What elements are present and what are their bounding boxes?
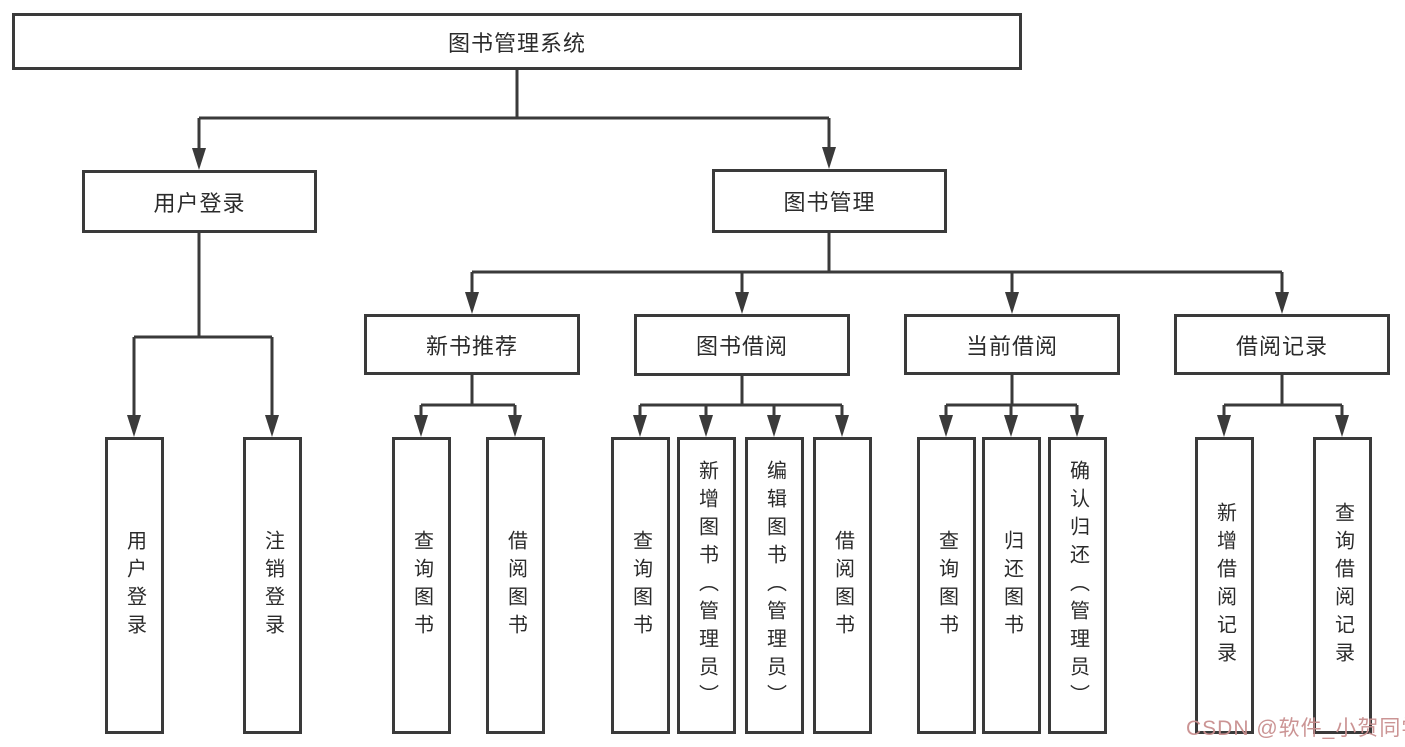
leaf-label: 借阅图书: [831, 529, 854, 642]
leaf-add-borrow-record: 新增借阅记录: [1195, 437, 1254, 734]
node-borrow-records: 借阅记录: [1174, 314, 1390, 375]
leaf-label: 用户登录: [123, 529, 146, 642]
leaf-add-books-admin: 新增图书（管理员）: [677, 437, 736, 734]
leaf-borrow-books-recommend: 借阅图书: [486, 437, 545, 734]
leaf-label: 查询图书: [629, 529, 652, 642]
leaf-label: 查询图书: [410, 529, 433, 642]
node-new-book-recommend: 新书推荐: [364, 314, 580, 375]
leaf-logout: 注销登录: [243, 437, 302, 734]
leaf-label: 编辑图书（管理员）: [763, 459, 786, 712]
node-book-borrow: 图书借阅: [634, 314, 850, 376]
leaf-query-books-recommend: 查询图书: [392, 437, 451, 734]
leaf-label: 归还图书: [1000, 529, 1023, 642]
node-book-management: 图书管理: [712, 169, 947, 233]
node-label: 图书管理系统: [447, 30, 586, 56]
leaf-query-books-current: 查询图书: [917, 437, 976, 734]
leaf-confirm-return-admin: 确认归还（管理员）: [1048, 437, 1107, 734]
node-label: 图书管理: [783, 190, 876, 215]
leaf-label: 查询借阅记录: [1331, 501, 1354, 670]
leaf-edit-books-admin: 编辑图书（管理员）: [745, 437, 804, 734]
leaf-label: 注销登录: [261, 529, 284, 642]
node-label: 图书借阅: [695, 334, 788, 359]
node-library-management-system: 图书管理系统: [12, 13, 1022, 70]
node-label: 当前借阅: [965, 333, 1058, 359]
leaf-borrow-books: 借阅图书: [813, 437, 872, 734]
leaf-return-books: 归还图书: [982, 437, 1041, 734]
leaf-user-login: 用户登录: [105, 437, 164, 734]
leaf-label: 新增图书（管理员）: [695, 459, 718, 712]
leaf-query-borrow-record: 查询借阅记录: [1313, 437, 1372, 734]
leaf-label: 确认归还（管理员）: [1066, 459, 1089, 712]
csdn-watermark: CSDN @软件_小贺同学: [1186, 717, 1405, 740]
leaf-label: 查询图书: [935, 529, 958, 642]
node-label: 用户登录: [153, 190, 246, 216]
node-current-borrow: 当前借阅: [904, 314, 1120, 375]
node-user-login: 用户登录: [82, 170, 317, 233]
leaf-query-books-borrow: 查询图书: [611, 437, 670, 734]
node-label: 新书推荐: [425, 333, 518, 359]
leaf-label: 借阅图书: [504, 529, 527, 642]
node-label: 借阅记录: [1235, 333, 1328, 359]
leaf-label: 新增借阅记录: [1213, 501, 1236, 670]
